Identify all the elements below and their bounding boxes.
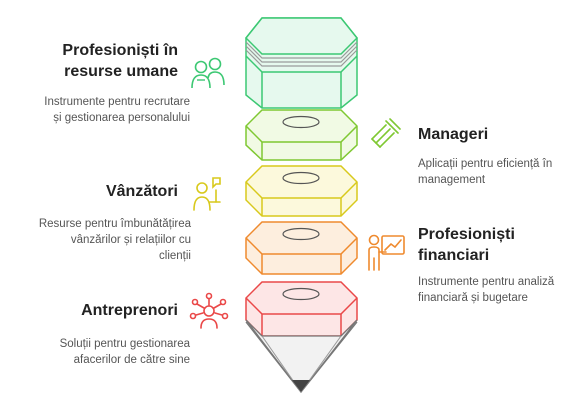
network-person-icon [189, 292, 229, 329]
tools-icon [371, 118, 401, 148]
finance-desc-line2: financiară și bugetare [418, 292, 528, 304]
managers-description: Aplicații pentru eficiență în management [418, 156, 583, 188]
finance-desc-line1: Instrumente pentru analiză [418, 276, 555, 288]
sales-description: Resurse pentru îmbunătățirea vânzărilor … [8, 216, 191, 264]
sales-desc-line2: vânzărilor și relațiilor cu [70, 234, 191, 246]
managers-desc-line2: management [418, 174, 486, 186]
hr-title-line1: Profesioniști în [62, 42, 178, 59]
hr-title-line2: resurse umane [64, 63, 178, 80]
salesperson-icon [193, 177, 221, 211]
managers-desc-line1: Aplicații pentru eficiență în [418, 158, 553, 170]
people-icon [191, 57, 225, 89]
finance-title-line2: financiari [418, 247, 490, 264]
entrepreneurs-title-line1: Antreprenori [81, 302, 178, 319]
presenter-chart-icon [368, 234, 405, 271]
entrepreneurs-description: Soluții pentru gestionarea afacerilor de… [10, 336, 190, 368]
pencil-segment-sales [245, 165, 358, 217]
hr-description: Instrumente pentru recrutare și gestiona… [10, 94, 190, 126]
sales-title: Vânzători [20, 181, 178, 202]
hr-desc-line2: și gestionarea personalului [53, 112, 190, 124]
finance-description: Instrumente pentru analiză financiară și… [418, 274, 583, 306]
finance-title: Profesioniști financiari [418, 224, 578, 266]
entrepreneurs-desc-line1: Soluții pentru gestionarea [59, 338, 190, 350]
sales-title-line1: Vânzători [105, 183, 178, 200]
entrepreneurs-title: Antreprenori [20, 300, 178, 321]
sales-desc-line3: clienții [159, 250, 191, 262]
pencil-segment-finance [245, 221, 358, 275]
pencil-segment-entrepreneurs [245, 281, 358, 337]
sales-desc-line1: Resurse pentru îmbunătățirea [38, 218, 191, 230]
finance-title-line1: Profesioniști [418, 226, 515, 243]
hr-desc-line1: Instrumente pentru recrutare [44, 96, 190, 108]
managers-title: Manageri [418, 124, 578, 145]
managers-title-line1: Manageri [418, 126, 489, 143]
pencil-segment-managers [245, 109, 358, 161]
pencil-tip [245, 319, 358, 394]
hr-title: Profesioniști în resurse umane [20, 40, 178, 82]
entrepreneurs-desc-line2: afacerilor de către sine [73, 354, 190, 366]
pencil-cap-green [244, 17, 359, 109]
